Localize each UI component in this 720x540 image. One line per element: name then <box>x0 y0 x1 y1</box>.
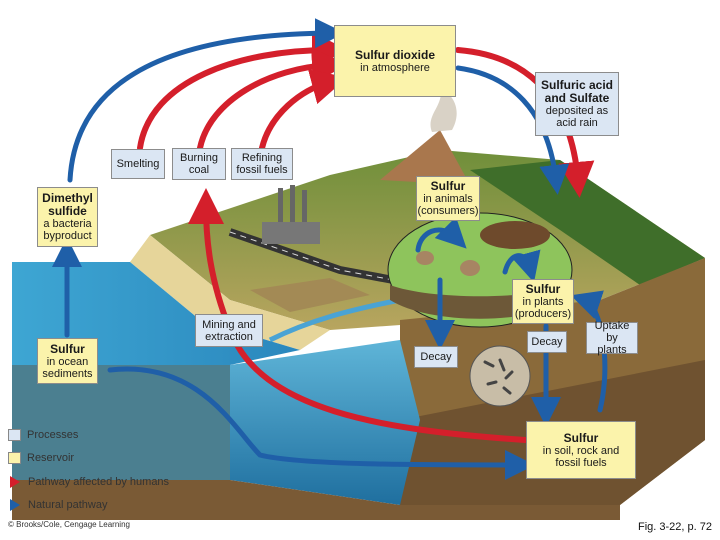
reservoir-subtitle: in plants (producers) <box>514 296 572 320</box>
reservoir-subtitle: a bacteria byproduct <box>43 218 92 242</box>
process-uptake-by-plants: Uptake by plants <box>586 320 638 356</box>
burning-to-so2-arrow <box>197 47 348 151</box>
blue-arrow-icon <box>10 499 20 511</box>
ocean-to-soil-arrow <box>107 366 535 480</box>
seafloor-front <box>12 480 620 520</box>
seafloor-side <box>12 365 230 480</box>
red-arrow-icon <box>10 476 20 488</box>
legend-human-pathway: Pathway affected by humans <box>8 474 169 490</box>
smelting-to-so2-arrow <box>137 32 348 151</box>
reservoir-subtitle: in atmosphere <box>360 61 430 74</box>
legend-label: Reservoir <box>27 452 75 464</box>
process-decay-left: Decay <box>414 346 458 368</box>
figure-reference: Fig. 3-22, p. 72 <box>638 521 712 533</box>
legend-processes: Processes <box>8 427 78 443</box>
legend-reservoir: Reservoir <box>8 450 74 466</box>
reservoir-sulfuric-acid: Sulfuric acid and Sulfate deposited as a… <box>535 72 619 136</box>
process-label: Mining and extraction <box>202 318 256 343</box>
reservoir-ocean-sediments: Sulfur in ocean sediments <box>37 338 98 384</box>
reservoir-title: Dimethyl sulfide <box>42 191 93 218</box>
process-decay-right: Decay <box>527 331 567 353</box>
copyright-credit: © Brooks/Cole, Cengage Learning <box>8 520 130 529</box>
process-mining-extraction: Mining and extraction <box>195 314 263 347</box>
legend-label: Natural pathway <box>28 499 108 511</box>
reservoir-title: Sulfur <box>50 341 85 356</box>
beach <box>130 235 330 350</box>
reservoir-soil-rock-fossil-fuels: Sulfur in soil, rock and fossil fuels <box>526 421 636 479</box>
decomposers-circle <box>469 345 531 407</box>
so2-to-acid-arrow-blue <box>455 65 570 195</box>
reservoir-sulfur-dioxide: Sulfur dioxide in atmosphere <box>334 25 456 97</box>
reservoir-title: Sulfuric acid and Sulfate <box>540 78 614 105</box>
process-label: Smelting <box>116 158 160 170</box>
forest <box>470 160 705 285</box>
reservoir-subtitle: in soil, rock and fossil fuels <box>542 444 620 469</box>
reservoir-title: Sulfur <box>525 282 561 296</box>
ocean-front <box>12 365 230 480</box>
legend-natural-pathway: Natural pathway <box>8 497 108 513</box>
reservoir-animals: Sulfur in animals (consumers) <box>416 176 480 221</box>
reservoir-subtitle: deposited as acid rain <box>545 105 609 129</box>
process-label: Uptake by plants <box>594 320 630 356</box>
human-pathways <box>137 32 595 443</box>
animals-loop-right <box>502 249 541 283</box>
rabbit-shape <box>460 260 480 276</box>
reservoir-dimethyl-sulfide: Dimethyl sulfide a bacteria byproduct <box>37 187 98 247</box>
legend-label: Pathway affected by humans <box>28 476 170 488</box>
legend-swatch-reservoir <box>8 452 21 464</box>
dms-to-so2-arrow <box>67 18 345 183</box>
volcano-plume <box>430 88 457 132</box>
process-refining-fossil-fuels: Refining fossil fuels <box>231 148 293 180</box>
process-burning-coal: Burning coal <box>172 148 226 180</box>
river <box>268 297 401 343</box>
process-label: Refining fossil fuels <box>236 152 288 176</box>
farm-field <box>250 278 370 312</box>
reservoir-title: Sulfur <box>430 179 466 193</box>
reservoir-plants: Sulfur in plants (producers) <box>512 279 574 324</box>
legend-swatch-processes <box>8 429 21 441</box>
soil-to-burning-arrow <box>188 188 528 443</box>
reservoir-subtitle: in ocean sediments <box>42 355 93 380</box>
process-label: Decay <box>420 351 452 363</box>
process-label: Burning coal <box>180 152 218 176</box>
refining-to-so2-arrow <box>259 69 348 151</box>
reservoir-subtitle: in animals (consumers) <box>417 193 479 217</box>
volcano <box>380 130 470 185</box>
process-label: Decay <box>531 336 563 348</box>
animals-loop-left <box>415 216 467 253</box>
reservoir-title: Sulfur <box>563 430 599 445</box>
deer-shape <box>480 221 550 249</box>
factory <box>262 185 320 244</box>
natural-pathways <box>52 18 608 480</box>
process-smelting: Smelting <box>111 149 165 179</box>
reservoir-title: Sulfur dioxide <box>354 47 435 62</box>
legend-label: Processes <box>27 429 79 441</box>
